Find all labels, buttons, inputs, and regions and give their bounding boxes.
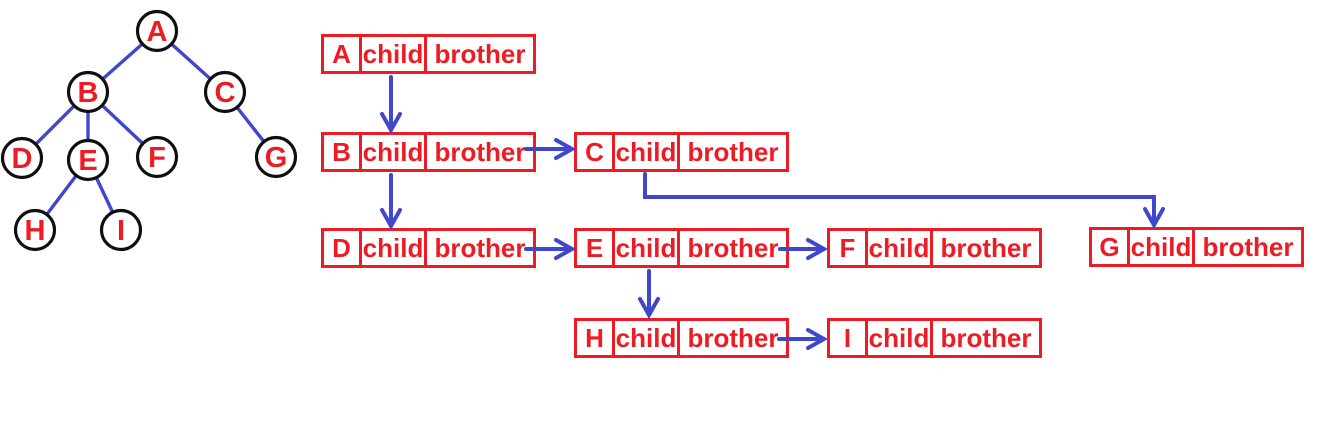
tree-node-label-e: E [78, 145, 97, 177]
list-node-a: A child brother [321, 34, 536, 74]
tree-node-circle-a [135, 9, 179, 53]
tree-node-label-h: H [25, 215, 46, 247]
node-letter-cell: D [332, 233, 351, 263]
list-node-e: E child brother [574, 228, 789, 268]
edge-a-c [155, 29, 227, 94]
arrow-a-child-to-b [380, 75, 402, 135]
node-letter-cell: H [585, 323, 604, 353]
list-node-c: C child brother [574, 132, 789, 172]
tree-node-label-f: F [148, 142, 166, 174]
tree-node-circle-i [99, 208, 143, 252]
edge-e-i [86, 158, 123, 232]
node-letter-cell: B [332, 137, 351, 167]
list-node-d: D child brother [321, 228, 536, 268]
tree-node-circle-f [135, 135, 179, 179]
tree-node-label-a: A [147, 16, 168, 48]
brother-pointer-cell: brother [424, 231, 533, 265]
tree-nodes: A B C D E F G H I [0, 9, 298, 252]
child-pointer-cell: child [612, 135, 677, 169]
brother-pointer-cell: brother [677, 231, 786, 265]
edge-e-h [33, 158, 90, 232]
tree-node-circle-d [0, 136, 44, 180]
node-letter-cell: I [843, 323, 852, 353]
list-node-g: G child brother [1089, 227, 1304, 267]
tree-node-label-b: B [78, 77, 99, 109]
arrow-b-child-to-d [380, 173, 402, 231]
brother-pointer-cell: brother [424, 135, 533, 169]
tree-node-label-i: I [117, 215, 125, 247]
child-pointer-cell: child [359, 37, 424, 71]
edge-a-b [86, 29, 159, 94]
arrow-c-child-to-g [643, 172, 1165, 230]
child-pointer-cell: child [612, 321, 677, 355]
arrow-head-icon [554, 138, 577, 160]
node-letter-cell: E [585, 233, 604, 263]
child-pointer-cell: child [865, 321, 930, 355]
arrow-head-icon [806, 238, 829, 260]
edge-b-d [20, 90, 90, 160]
brother-pointer-cell: brother [677, 321, 786, 355]
list-node-h: H child brother [574, 318, 789, 358]
tree-edges [20, 29, 278, 232]
tree-node-label-c: C [215, 77, 236, 109]
tree-node-label-d: D [12, 143, 33, 175]
list-node-b: B child brother [321, 132, 536, 172]
brother-pointer-cell: brother [677, 135, 786, 169]
node-letter-cell: A [332, 39, 351, 69]
brother-pointer-cell: brother [1192, 230, 1301, 264]
tree-node-circle-e [66, 138, 110, 182]
child-pointer-cell: child [359, 231, 424, 265]
node-letter-cell: C [585, 137, 604, 167]
node-letter-cell: G [1099, 232, 1120, 262]
arrow-head-icon [638, 297, 660, 320]
arrow-e-child-to-h [638, 269, 660, 320]
child-pointer-cell: child [612, 231, 677, 265]
list-node-f: F child brother [827, 228, 1042, 268]
arrow-head-icon [380, 208, 402, 231]
child-pointer-cell: child [865, 231, 930, 265]
tree-node-circle-b [66, 70, 110, 114]
edge-b-f [86, 90, 159, 159]
brother-pointer-cell: brother [930, 231, 1039, 265]
tree-node-circle-g [254, 135, 298, 179]
node-letter-cell: F [839, 233, 856, 263]
arrow-head-icon [1143, 207, 1165, 230]
tree-node-circle-c [203, 70, 247, 114]
arrow-head-icon [380, 112, 402, 135]
edge-c-g [223, 90, 278, 159]
child-pointer-cell: child [359, 135, 424, 169]
child-pointer-cell: child [1127, 230, 1192, 264]
brother-pointer-cell: brother [424, 37, 533, 71]
list-node-i: I child brother [827, 318, 1042, 358]
tree-node-label-g: G [265, 142, 288, 174]
arrow-head-icon [554, 238, 577, 260]
brother-pointer-cell: brother [930, 321, 1039, 355]
tree-node-circle-h [13, 208, 57, 252]
arrow-head-icon [806, 328, 829, 350]
